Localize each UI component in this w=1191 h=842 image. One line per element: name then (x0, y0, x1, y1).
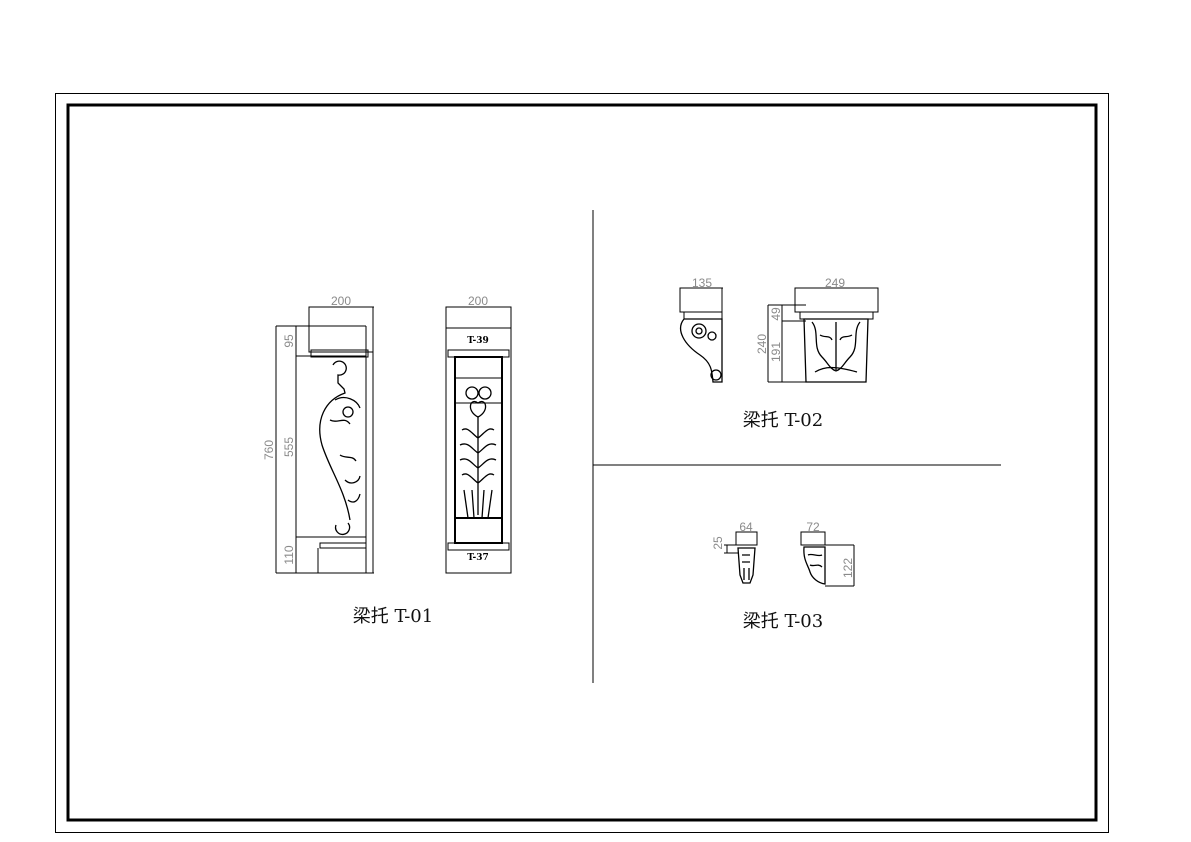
title-t03: 梁托 T-03 (743, 611, 823, 632)
t01-front-view: 200 T-39 T-37 (445, 294, 512, 574)
dim-t01-total: 760 (262, 440, 276, 460)
dim-t01-width-left: 200 (331, 294, 351, 308)
t01-side-view: 200 760 95 555 110 (262, 294, 374, 574)
dim-t03-top: 25 (711, 536, 725, 550)
t03-front-view: 72 122 (800, 520, 855, 587)
dim-t02-body: 191 (769, 342, 783, 362)
outer-border (55, 93, 1109, 833)
dim-t03-front-width: 72 (806, 520, 820, 534)
t03-side-view: 64 25 (711, 520, 758, 584)
t02-front-view: 249 240 49 191 (755, 276, 879, 383)
dim-t01-top: 95 (282, 334, 296, 348)
t02-side-view: 135 (679, 276, 723, 383)
title-t01: 梁托 T-01 (353, 606, 433, 627)
dim-t03-height: 122 (841, 558, 855, 578)
tag-t37: T-37 (467, 553, 488, 563)
inner-frame (66, 103, 1098, 822)
title-t02: 梁托 T-02 (743, 410, 823, 431)
dim-t01-bottom: 110 (282, 545, 296, 564)
dim-t02-side-width: 135 (692, 276, 712, 290)
dim-t03-side-width: 64 (739, 520, 753, 534)
dim-t01-width-right: 200 (468, 294, 488, 308)
dim-t02-total: 240 (755, 334, 769, 354)
tag-t39: T-39 (467, 336, 488, 346)
dim-t02-front-width: 249 (825, 276, 845, 290)
dim-t01-middle: 555 (282, 437, 296, 457)
dim-t02-top: 49 (769, 307, 783, 321)
